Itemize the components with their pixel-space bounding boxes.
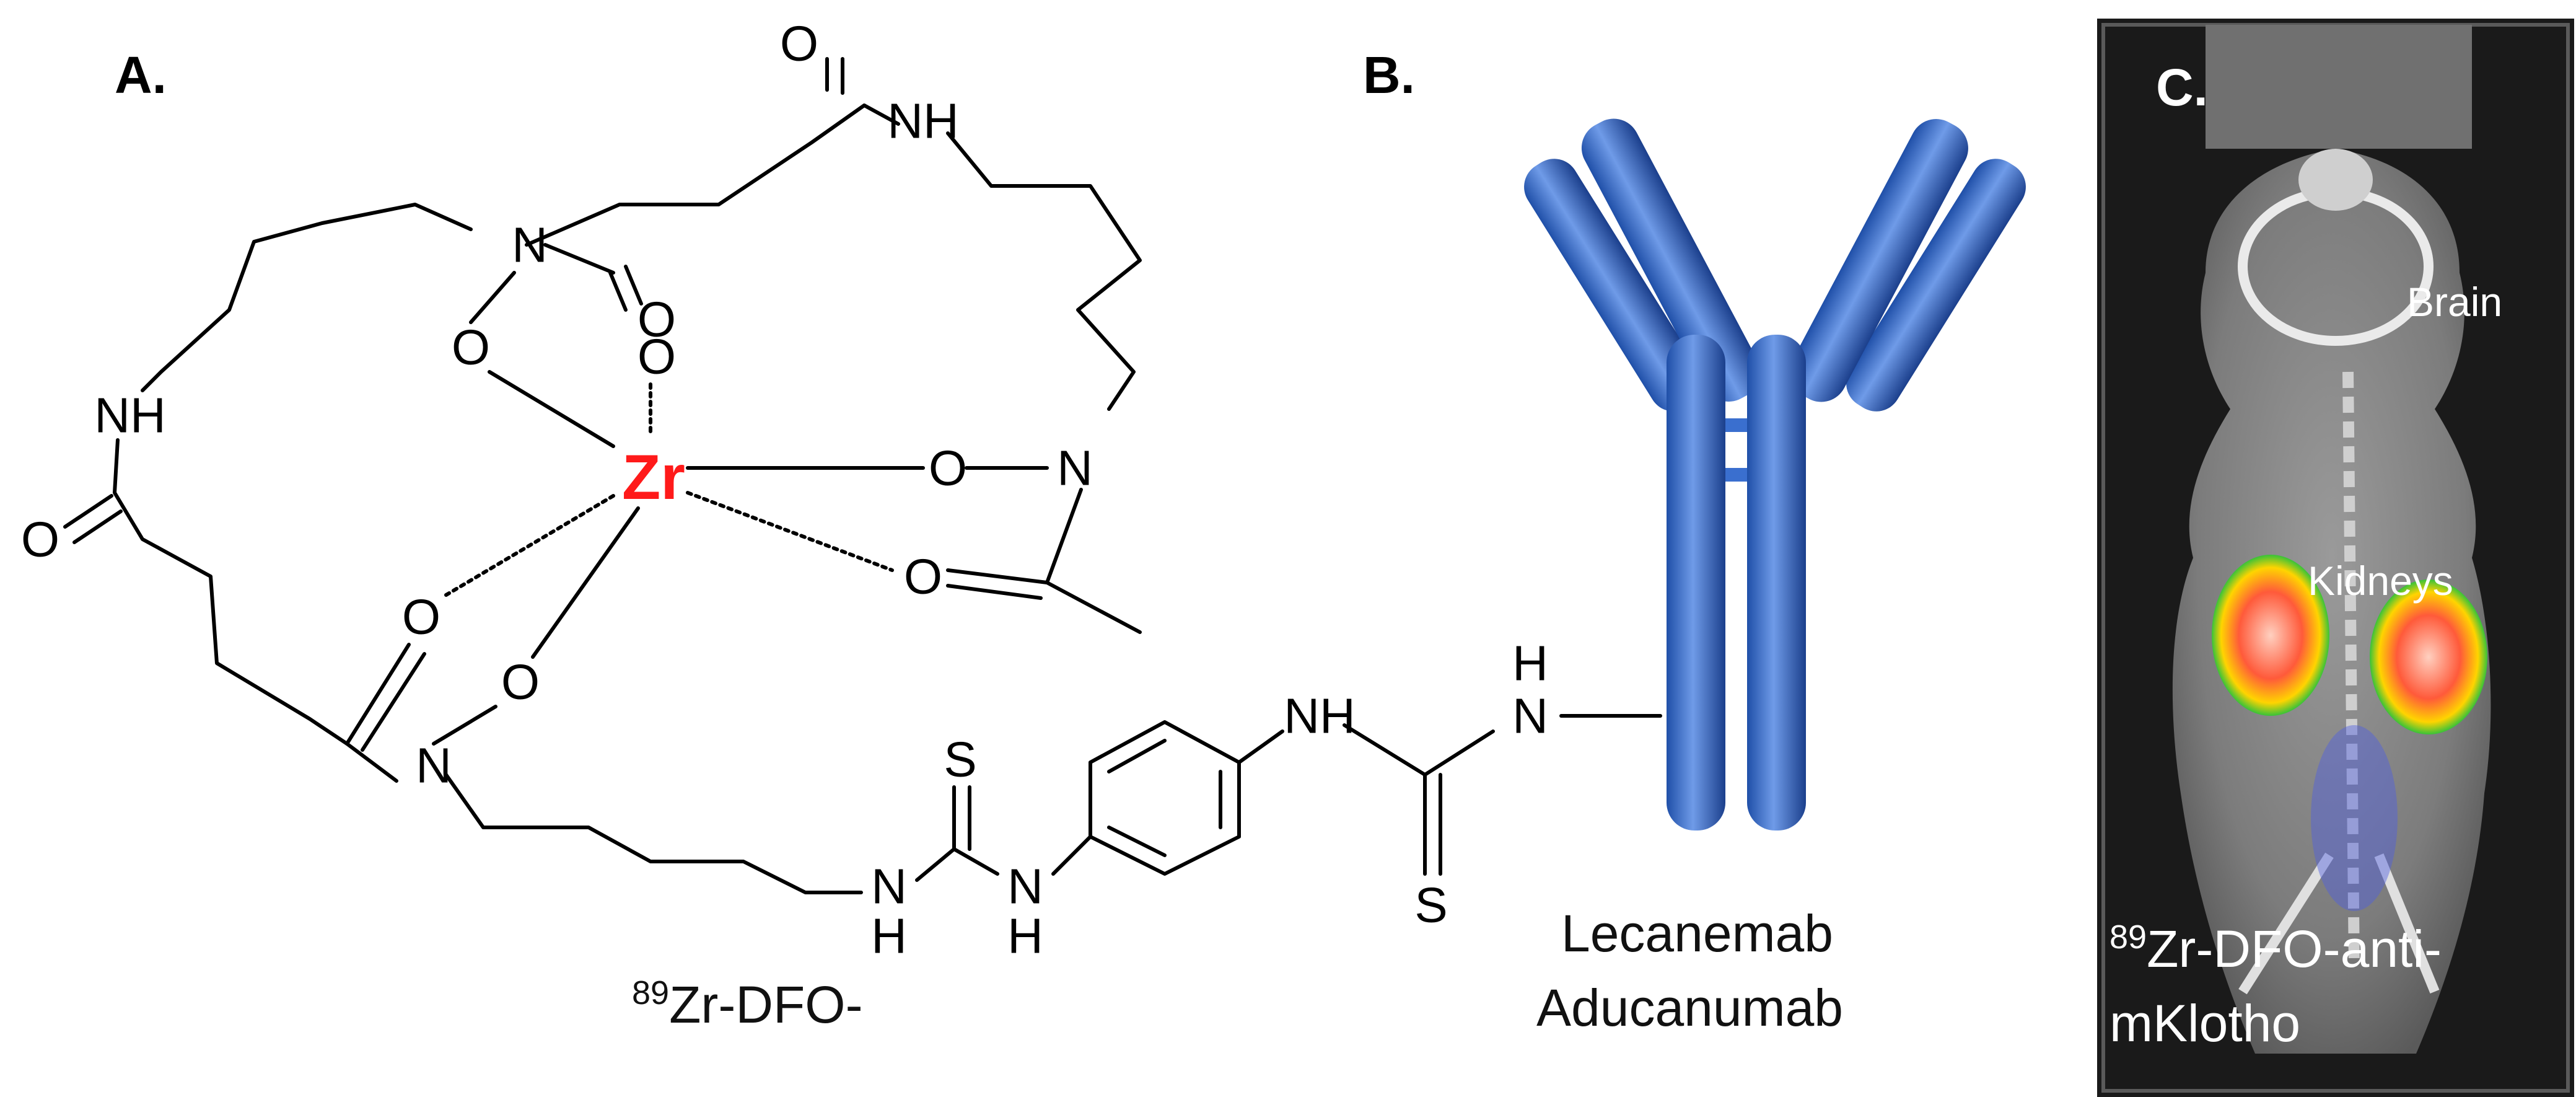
- bond-nh-left-down: [113, 438, 349, 746]
- ct-kidneys-label: Kidneys: [2308, 558, 2453, 604]
- atom-s-thiourea-2: S: [1414, 878, 1447, 933]
- panel-a-caption: 89Zr-DFO-: [632, 974, 863, 1034]
- bond-zr-o-bottom: [531, 506, 640, 659]
- bond-c-nh-thiourea-2: [1423, 729, 1495, 777]
- atom-o-right-zr: O: [929, 441, 967, 496]
- panel-b-caption-line2: Aducanumab: [1536, 979, 1843, 1037]
- bond-c-nh-thiourea-1: [952, 847, 999, 876]
- benzene-inner-3: [1107, 826, 1167, 857]
- atom-o-top: O: [780, 16, 818, 71]
- atom-n-top-left: N: [512, 218, 548, 273]
- atom-o-left-zr: O: [452, 320, 490, 375]
- bond-nh-c-thiourea-1: [915, 847, 956, 882]
- bond-chain-bottom: [444, 773, 863, 894]
- bond-c-bottom: [345, 742, 398, 783]
- antibody-light-chain-left: [1524, 159, 1704, 412]
- antibody-heavy-arm-left: [1581, 118, 1761, 402]
- bond-co-left-2: [72, 509, 123, 544]
- panel-c-caption-sup: 89: [2109, 919, 2147, 956]
- ct-snout: [2298, 149, 2373, 211]
- ct-kidney-right: [2370, 579, 2487, 734]
- bond-c-o-bottom-2: [361, 652, 426, 752]
- bond-nh-top: [862, 104, 900, 126]
- ct-femur-left: [2238, 852, 2334, 995]
- panel-c-caption-line1: 89Zr-DFO-anti-: [2109, 919, 2442, 978]
- benzene-inner-1: [1107, 739, 1167, 773]
- panel-c-caption-text: Zr-DFO-anti-: [2147, 920, 2442, 978]
- atom-nh-left: NH: [94, 388, 166, 443]
- panel-a-label: A.: [115, 46, 167, 104]
- panel-b-antibody: B. Lecanemab Aducanumab: [1363, 46, 2026, 1037]
- panel-a-caption-text: Zr-DFO-: [669, 976, 863, 1034]
- ct-bladder-signal: [2311, 725, 2398, 911]
- ct-femur-right: [2374, 853, 2440, 994]
- antibody-stem-right: [1747, 335, 1806, 830]
- ct-header-block: [2206, 25, 2472, 149]
- panel-c-label: C.: [2156, 58, 2208, 117]
- atom-h-thiourea-1a: H: [871, 909, 907, 964]
- bond-co-left: [63, 494, 113, 529]
- atom-o-top-zr: O: [637, 329, 676, 384]
- bond-zr-o-dashed-right: [686, 491, 894, 572]
- bond-nh-c-thiourea-2: [1343, 723, 1427, 777]
- atom-o-bottom-left: O: [402, 589, 440, 645]
- bond-n-o-bottom: [432, 705, 497, 746]
- ct-kidney-left: [2212, 555, 2329, 716]
- atom-o-left-carbonyl: O: [21, 512, 59, 567]
- atom-o-bottom-n: O: [501, 654, 540, 710]
- bond-n-right-c: [1045, 488, 1142, 634]
- ct-body-silhouette: [2172, 149, 2491, 1054]
- atom-o-bottom-right: O: [904, 549, 942, 604]
- bond-c-o-acetyl-2: [946, 584, 1043, 600]
- benzene-ring: [1089, 720, 1241, 876]
- atom-n-thiourea-2b: N: [1512, 689, 1548, 744]
- bond-zr-o-dashed-left: [444, 494, 615, 597]
- panel-c-caption-line2: mKlotho: [2109, 994, 2300, 1052]
- panel-a-structure: A.: [21, 16, 1662, 1034]
- atom-n-right: N: [1057, 441, 1093, 496]
- panel-b-caption-line1: Lecanemab: [1561, 904, 1833, 963]
- bond-c-top-o: [608, 271, 628, 312]
- atom-h-thiourea-2b: H: [1512, 636, 1548, 691]
- antibody-stem-left: [1667, 335, 1725, 830]
- atom-n-thiourea-1a: N: [871, 859, 907, 914]
- atom-zr: Zr: [622, 442, 685, 513]
- atom-h-thiourea-1b: H: [1007, 909, 1043, 964]
- panel-b-label: B.: [1363, 46, 1415, 104]
- bond-n-top-c: [543, 243, 615, 275]
- bond-ring-nh: [1237, 729, 1284, 764]
- atom-n-bottom: N: [416, 738, 452, 793]
- atom-n-thiourea-1b: N: [1007, 859, 1043, 914]
- bond-c-o-bottom: [345, 643, 411, 746]
- panel-a-caption-sup: 89: [632, 974, 669, 1011]
- bond-c-o-acetyl: [946, 568, 1049, 584]
- antibody-heavy-arm-right: [1789, 118, 1968, 402]
- bond-chain-left: [141, 203, 473, 392]
- atom-nh-thiourea-2a: NH: [1284, 689, 1356, 744]
- bond-c-top-o-2: [624, 265, 643, 306]
- bond-o-zr-1: [488, 370, 615, 448]
- atom-nh-top: NH: [887, 94, 959, 149]
- antibody-light-chain-right: [1846, 159, 2026, 412]
- bond-chain-top: [525, 104, 866, 247]
- atom-s-thiourea-1: S: [944, 732, 976, 787]
- atom-o-carbonyl-top: O: [637, 292, 676, 347]
- bond-n-top-o: [469, 271, 516, 324]
- ct-spine: [2342, 371, 2360, 967]
- panel-c-petct: C. Brain Kidneys 89Zr-DFO-anti- mKlotho: [2097, 19, 2574, 1097]
- antibody-hinge-1: [1725, 418, 1747, 432]
- antibody-hinge-2: [1725, 468, 1747, 482]
- ct-brain-label: Brain: [2407, 279, 2502, 325]
- bond-chain-right: [946, 131, 1142, 411]
- bond-nh-ring: [1051, 835, 1092, 876]
